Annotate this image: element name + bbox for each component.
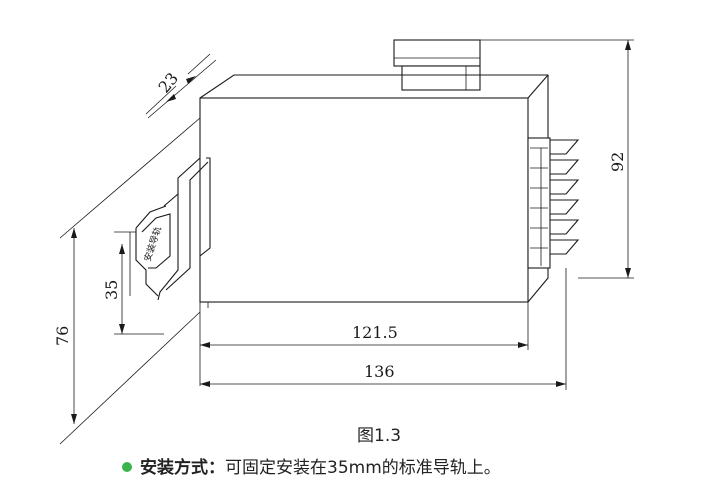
- bullet-icon: [122, 462, 132, 472]
- dimension-label-92: 92: [608, 152, 627, 172]
- terminal-fins: [527, 137, 580, 269]
- top-connector: [393, 39, 481, 91]
- figure-caption: 图1.3: [357, 426, 401, 446]
- rail-label: 安装导轨: [141, 225, 164, 263]
- dimension-label-136: 136: [364, 362, 395, 381]
- dimension-label-35: 35: [102, 280, 121, 300]
- dimension-label-76: 76: [53, 326, 72, 346]
- dimension-136: [200, 268, 567, 390]
- din-rail-clip: [129, 157, 211, 301]
- dimension-121-5: [199, 302, 529, 386]
- dimension-76: [59, 117, 201, 445]
- dimension-92: [480, 39, 634, 279]
- note-label: 安装方式：: [140, 457, 225, 478]
- dimension-35: [114, 231, 164, 335]
- note-text: 可固定安装在35mm的标准导轨上。: [225, 458, 501, 478]
- installation-note: 安装方式：可固定安装在35mm的标准导轨上。: [140, 457, 501, 478]
- device-housing: [199, 74, 549, 308]
- dimension-23: [145, 53, 217, 119]
- dimension-label-121-5: 121.5: [352, 323, 398, 342]
